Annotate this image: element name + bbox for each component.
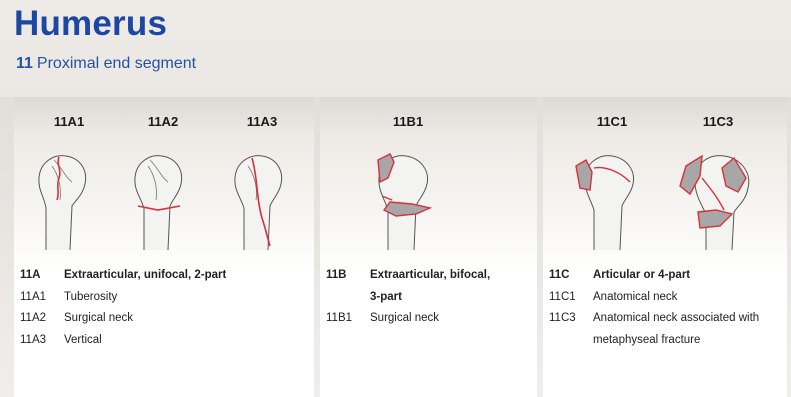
item-label: Surgical neck	[370, 308, 534, 330]
item-code: 11A3	[20, 330, 64, 352]
bone-illustration-11c3	[676, 148, 760, 253]
item-code: 11A2	[20, 308, 64, 330]
item-label: Tuberosity	[64, 287, 310, 309]
list-item: 11B1 Surgical neck	[326, 308, 534, 330]
panel-gap	[787, 97, 791, 397]
list-item-cont: metaphyseal fracture	[549, 330, 787, 352]
subtitle-label: Proximal end segment	[37, 55, 196, 72]
heading-row-11b-cont: 3-part	[326, 287, 534, 309]
list-item: 11A1 Tuberosity	[20, 287, 310, 309]
item-code: 11A1	[20, 287, 64, 309]
bone-illustration-11a3	[228, 148, 288, 253]
code-label-11c1: 11C1	[582, 114, 642, 129]
bone-illustration-11a2	[128, 148, 188, 253]
heading-label: Extraarticular, bifocal,	[370, 265, 534, 287]
code-label-11a3: 11A3	[232, 114, 292, 129]
code-label-11b1: 11B1	[378, 114, 438, 129]
bone-illustration-11b1	[372, 148, 438, 253]
subtitle-code: 11	[16, 55, 33, 72]
heading-label-cont: 3-part	[370, 287, 534, 309]
page-title: Humerus	[14, 4, 167, 44]
item-code: 11C3	[549, 308, 593, 330]
bone-illustration-11c1	[572, 148, 644, 253]
item-code: 11C1	[549, 287, 593, 309]
description-11b: 11B Extraarticular, bifocal, 3-part 11B1…	[326, 265, 534, 330]
description-11a: 11A Extraarticular, unifocal, 2-part 11A…	[20, 265, 310, 351]
heading-code: 11C	[549, 265, 593, 287]
heading-row-11c: 11C Articular or 4-part	[549, 265, 787, 287]
item-label-cont: metaphyseal fracture	[593, 330, 787, 352]
code-label-11a1: 11A1	[39, 114, 99, 129]
description-11c: 11C Articular or 4-part 11C1 Anatomical …	[549, 265, 787, 351]
code-label-11c3: 11C3	[688, 114, 748, 129]
bone-illustration-11a1	[32, 148, 92, 253]
item-label: Anatomical neck associated with	[593, 308, 787, 330]
heading-label: Articular or 4-part	[593, 265, 787, 287]
item-label: Anatomical neck	[593, 287, 787, 309]
code-label-11a2: 11A2	[133, 114, 193, 129]
heading-label: Extraarticular, unifocal, 2-part	[64, 265, 310, 287]
heading-code: 11B	[326, 265, 370, 287]
item-label: Surgical neck	[64, 308, 310, 330]
item-label: Vertical	[64, 330, 310, 352]
item-code: 11B1	[326, 308, 370, 330]
list-item: 11A2 Surgical neck	[20, 308, 310, 330]
list-item: 11C3 Anatomical neck associated with	[549, 308, 787, 330]
heading-code: 11A	[20, 265, 64, 287]
heading-row-11a: 11A Extraarticular, unifocal, 2-part	[20, 265, 310, 287]
panel-gap	[0, 97, 14, 397]
list-item: 11A3 Vertical	[20, 330, 310, 352]
list-item: 11C1 Anatomical neck	[549, 287, 787, 309]
heading-row-11b: 11B Extraarticular, bifocal,	[326, 265, 534, 287]
